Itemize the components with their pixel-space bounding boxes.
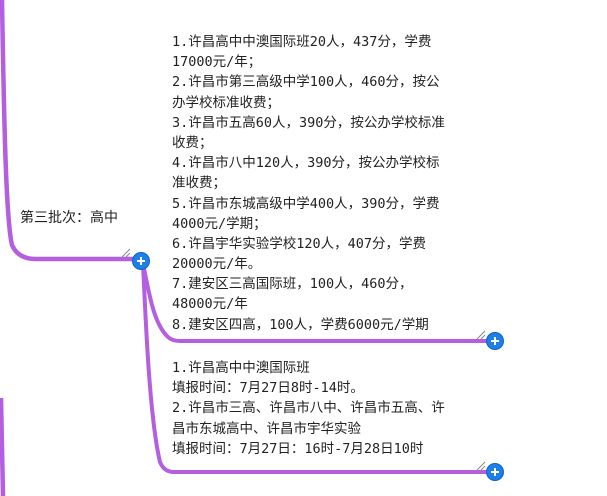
- text-line: 8.建安区四高，100人，学费6000元/学期: [172, 316, 429, 333]
- text-line: 4000元/学期；: [172, 215, 267, 232]
- text-line: 5.许昌市东城高级中学400人，390分，学费: [172, 195, 440, 212]
- text-line: 办学校标准收费；: [172, 94, 280, 111]
- text-line: 7.建安区三高国际班，100人，460分，: [172, 276, 413, 293]
- subtopic-node-schools[interactable]: 1.许昌高中中澳国际班20人，437分，学费 17000元/年； 2.许昌市第三…: [172, 32, 445, 335]
- text-line: 1.许昌高中中澳国际班: [172, 360, 310, 376]
- child-branch-line-2: [141, 262, 488, 474]
- text-line: 1.许昌高中中澳国际班20人，437分，学费: [172, 34, 432, 50]
- text-line: 填报时间：7月27日：16时-7月28日10时: [172, 440, 424, 457]
- text-line: 17000元/年；: [172, 54, 262, 71]
- parent-branch-line: [0, 0, 134, 262]
- topic-node-third-batch[interactable]: 第三批次：高中: [20, 208, 118, 228]
- text-line: 准收费；: [172, 175, 226, 192]
- text-line: 2.许昌市第三高级中学100人，460分，按公: [172, 74, 440, 91]
- child-branch-line-1: [141, 262, 488, 343]
- resize-grip-icon: [476, 461, 486, 471]
- text-line: 20000元/年。: [172, 256, 262, 273]
- text-line: 2.许昌市三高、许昌市八中、许昌市五高、许: [172, 400, 445, 417]
- resize-grip-icon: [121, 248, 131, 258]
- text-line: 收费；: [172, 134, 213, 151]
- text-line: 填报时间：7月27日8时-14时。: [172, 380, 364, 397]
- expand-plus-icon[interactable]: [132, 252, 150, 270]
- text-line: 48000元/年: [172, 296, 248, 313]
- subtopic-node-fill-time[interactable]: 1.许昌高中中澳国际班 填报时间：7月27日8时-14时。 2.许昌市三高、许昌…: [172, 358, 445, 459]
- expand-plus-icon[interactable]: [486, 332, 504, 350]
- resize-grip-icon: [476, 330, 486, 340]
- sibling-branch-line: [0, 397, 6, 496]
- text-line: 昌市东城高中、许昌市宇华实验: [172, 420, 361, 437]
- text-line: 6.许昌宇华实验学校120人，407分，学费: [172, 235, 427, 252]
- expand-plus-icon[interactable]: [486, 463, 504, 481]
- text-line: 4.许昌市八中120人，390分，按公办学校标: [172, 155, 440, 172]
- text-line: 3.许昌市五高60人，390分，按公办学校标准: [172, 114, 445, 131]
- topic-label: 第三批次：高中: [20, 210, 118, 226]
